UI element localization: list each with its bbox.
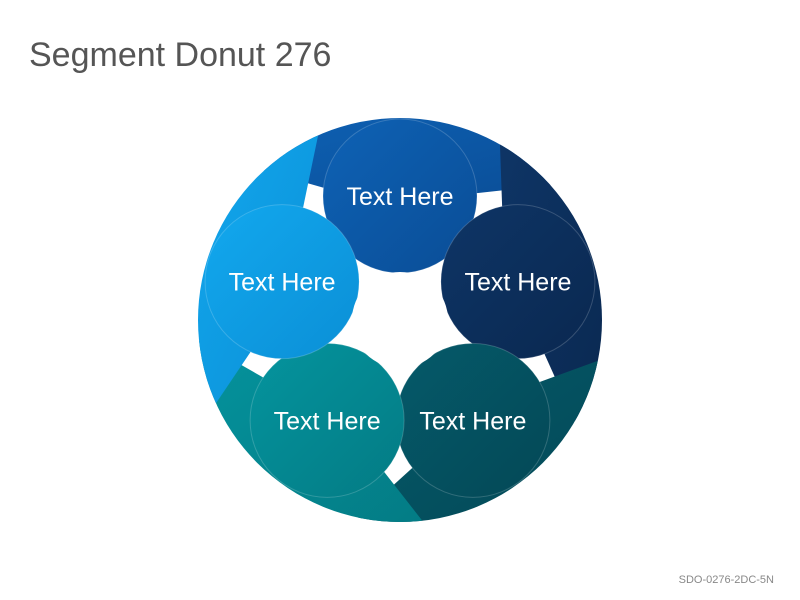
page-title: Segment Donut 276 (29, 36, 332, 74)
donut-segment (198, 334, 430, 522)
donut-segment (198, 123, 360, 413)
segment-label: Text Here (274, 407, 381, 435)
segment-label: Text Here (464, 269, 571, 297)
donut-segment (348, 342, 602, 522)
donut-center (352, 272, 448, 368)
segment-label: Text Here (419, 407, 526, 435)
segment-head (204, 204, 360, 360)
segment-label: Text Here (229, 269, 336, 297)
slide-code: SDO-0276-2DC-5N (678, 574, 774, 586)
segment-label: Text Here (347, 183, 454, 211)
donut-segment (440, 132, 602, 433)
